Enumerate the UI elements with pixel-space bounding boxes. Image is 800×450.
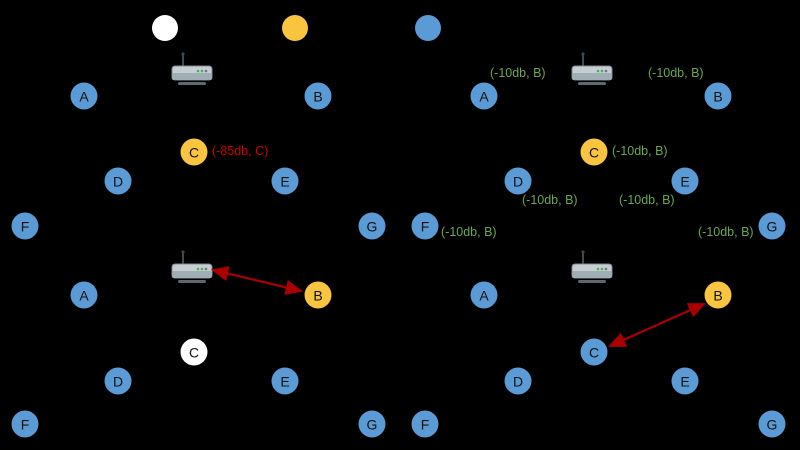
node-f-top-right: F xyxy=(411,212,439,240)
node-b-top-left: B xyxy=(304,82,332,110)
node-b-bottom-right: B xyxy=(704,281,732,309)
node-c-top-right: C xyxy=(580,138,608,166)
node-a-bottom-left: A xyxy=(70,281,98,309)
node-g-top-right: G xyxy=(758,212,786,240)
node-d-top-left: D xyxy=(104,167,132,195)
legend-dot-blue xyxy=(415,15,441,41)
node-d-bottom-right: D xyxy=(504,367,532,395)
node-c-top-left: C xyxy=(180,138,208,166)
legend-dot-white xyxy=(152,15,178,41)
node-b-bottom-left: B xyxy=(304,281,332,309)
node-d-bottom-left: D xyxy=(104,367,132,395)
node-g-top-left: G xyxy=(358,212,386,240)
node-b-top-right: B xyxy=(704,82,732,110)
node-e-bottom-left: E xyxy=(271,367,299,395)
node-a-bottom-right: A xyxy=(470,281,498,309)
signal-annotation-g-top-right: (-10db, B) xyxy=(698,225,754,239)
node-e-bottom-right: E xyxy=(671,367,699,395)
legend-dot-yellow xyxy=(282,15,308,41)
node-e-top-left: E xyxy=(271,167,299,195)
signal-annotation-f-top-right: (-10db, B) xyxy=(441,225,497,239)
node-a-top-left: A xyxy=(70,82,98,110)
node-c-bottom-right: C xyxy=(580,338,608,366)
node-d-top-right: D xyxy=(504,167,532,195)
node-c-bottom-left: C xyxy=(180,338,208,366)
signal-annotation-a-top-right: (-10db, B) xyxy=(490,66,546,80)
node-f-bottom-left: F xyxy=(11,410,39,438)
wireless-router-icon xyxy=(171,250,213,283)
signal-annotation-c-top-right: (-10db, B) xyxy=(612,144,668,158)
signal-annotation-b-top-right: (-10db, B) xyxy=(648,66,704,80)
router-bottom-right xyxy=(569,249,615,289)
signal-annotation-c-top-left: (-85db, C) xyxy=(212,144,269,158)
node-e-top-right: E xyxy=(671,167,699,195)
wireless-router-icon xyxy=(571,250,613,283)
node-g-bottom-right: G xyxy=(758,410,786,438)
node-f-top-left: F xyxy=(11,212,39,240)
router-top-right xyxy=(569,51,615,91)
node-g-bottom-left: G xyxy=(358,410,386,438)
router-bottom-left xyxy=(169,249,215,289)
router-top-left xyxy=(169,51,215,91)
node-f-bottom-right: F xyxy=(411,410,439,438)
signal-annotation-e-top-right: (-10db, B) xyxy=(619,193,675,207)
wireless-router-icon xyxy=(571,52,613,85)
node-a-top-right: A xyxy=(470,82,498,110)
signal-annotation-d-top-right: (-10db, B) xyxy=(522,193,578,207)
wireless-router-icon xyxy=(171,52,213,85)
